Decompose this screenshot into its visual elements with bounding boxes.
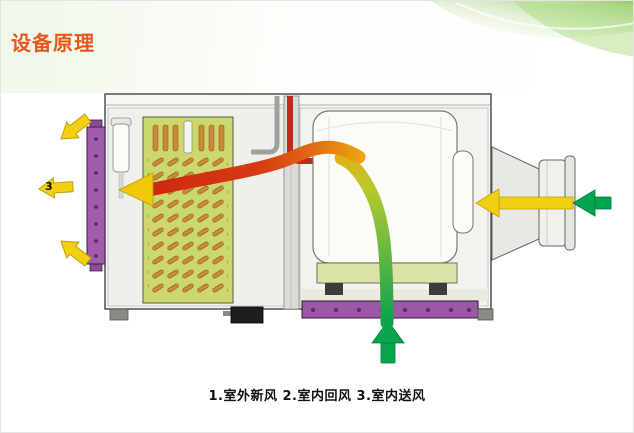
- purple-exhaust-panel: [86, 119, 106, 272]
- corner-leaf-decoration: [431, 1, 633, 57]
- mixed-flow-arrow: [118, 140, 366, 207]
- return-air-arrow: [334, 151, 405, 364]
- machine-feet: [109, 306, 494, 324]
- fan-cylinder: [312, 110, 474, 264]
- page-title: 设备原理: [11, 31, 95, 55]
- filter-cylinder: [110, 117, 132, 199]
- fresh-air-entry-arrow: [572, 189, 612, 217]
- legend-caption: 1.室外新风 2.室内回风 3.室内送风: [208, 389, 426, 404]
- flow3-label: 3: [45, 180, 53, 193]
- coil-panel: [142, 116, 234, 304]
- drain-box: [230, 306, 264, 324]
- panel-pipe: [183, 120, 193, 154]
- supply-air-arrows: [38, 113, 92, 267]
- refrigerant-pipe-gray: [251, 96, 280, 155]
- fan-outlet-drum: [452, 150, 474, 234]
- fresh-air-in-arrow: [475, 188, 574, 218]
